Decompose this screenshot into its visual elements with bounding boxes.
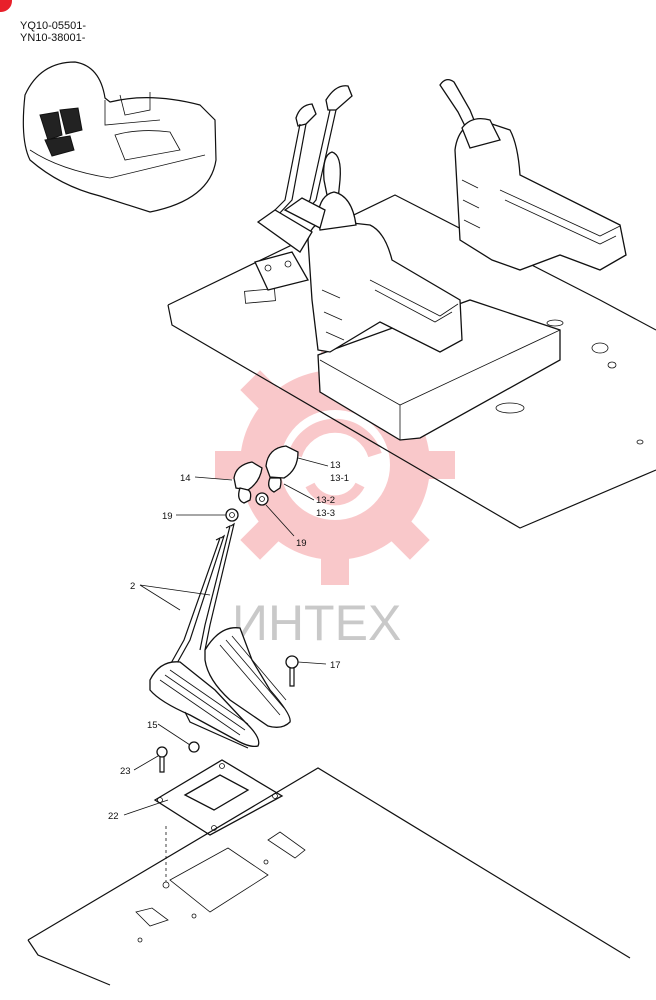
gear-logo-icon (215, 345, 455, 585)
leader-lines (123, 457, 329, 816)
travel-pedal-assembly (149, 522, 299, 773)
watermark-text: ИНТЕХ (232, 595, 401, 651)
nut-19a-icon (225, 508, 239, 522)
callout-19a: 19 (162, 511, 173, 522)
bolt-17-icon (285, 655, 299, 669)
callout-2: 2 (130, 581, 135, 592)
operator-seat-icon (22, 61, 217, 213)
callout-23: 23 (120, 766, 131, 777)
serial-number-2: YN10-38001- (20, 32, 86, 44)
knob-13-icon (265, 445, 299, 479)
serial-number-1: YQ10-05501- (20, 20, 87, 32)
callout-13: 13 (330, 460, 341, 471)
mounting-plate-22 (153, 759, 284, 836)
callout-labels: 13 13-1 14 13-2 13-3 19 19 2 17 15 23 22 (108, 460, 349, 822)
callout-17: 17 (330, 660, 341, 671)
bolt-23-icon (156, 746, 168, 758)
callout-22: 22 (108, 811, 119, 822)
upper-floor-assembly (167, 78, 656, 529)
nut-15-icon (188, 741, 200, 753)
lower-floor-plate (27, 767, 631, 986)
callout-19b: 19 (296, 538, 307, 549)
lever-knobs (225, 445, 299, 522)
callout-13-3: 13-3 (316, 508, 335, 519)
callout-13-2: 13-2 (316, 495, 335, 506)
nut-19b-icon (255, 492, 269, 506)
callout-15: 15 (147, 720, 158, 731)
knob-14-icon (233, 461, 263, 491)
callout-14: 14 (180, 473, 191, 484)
callout-13-1: 13-1 (330, 473, 349, 484)
